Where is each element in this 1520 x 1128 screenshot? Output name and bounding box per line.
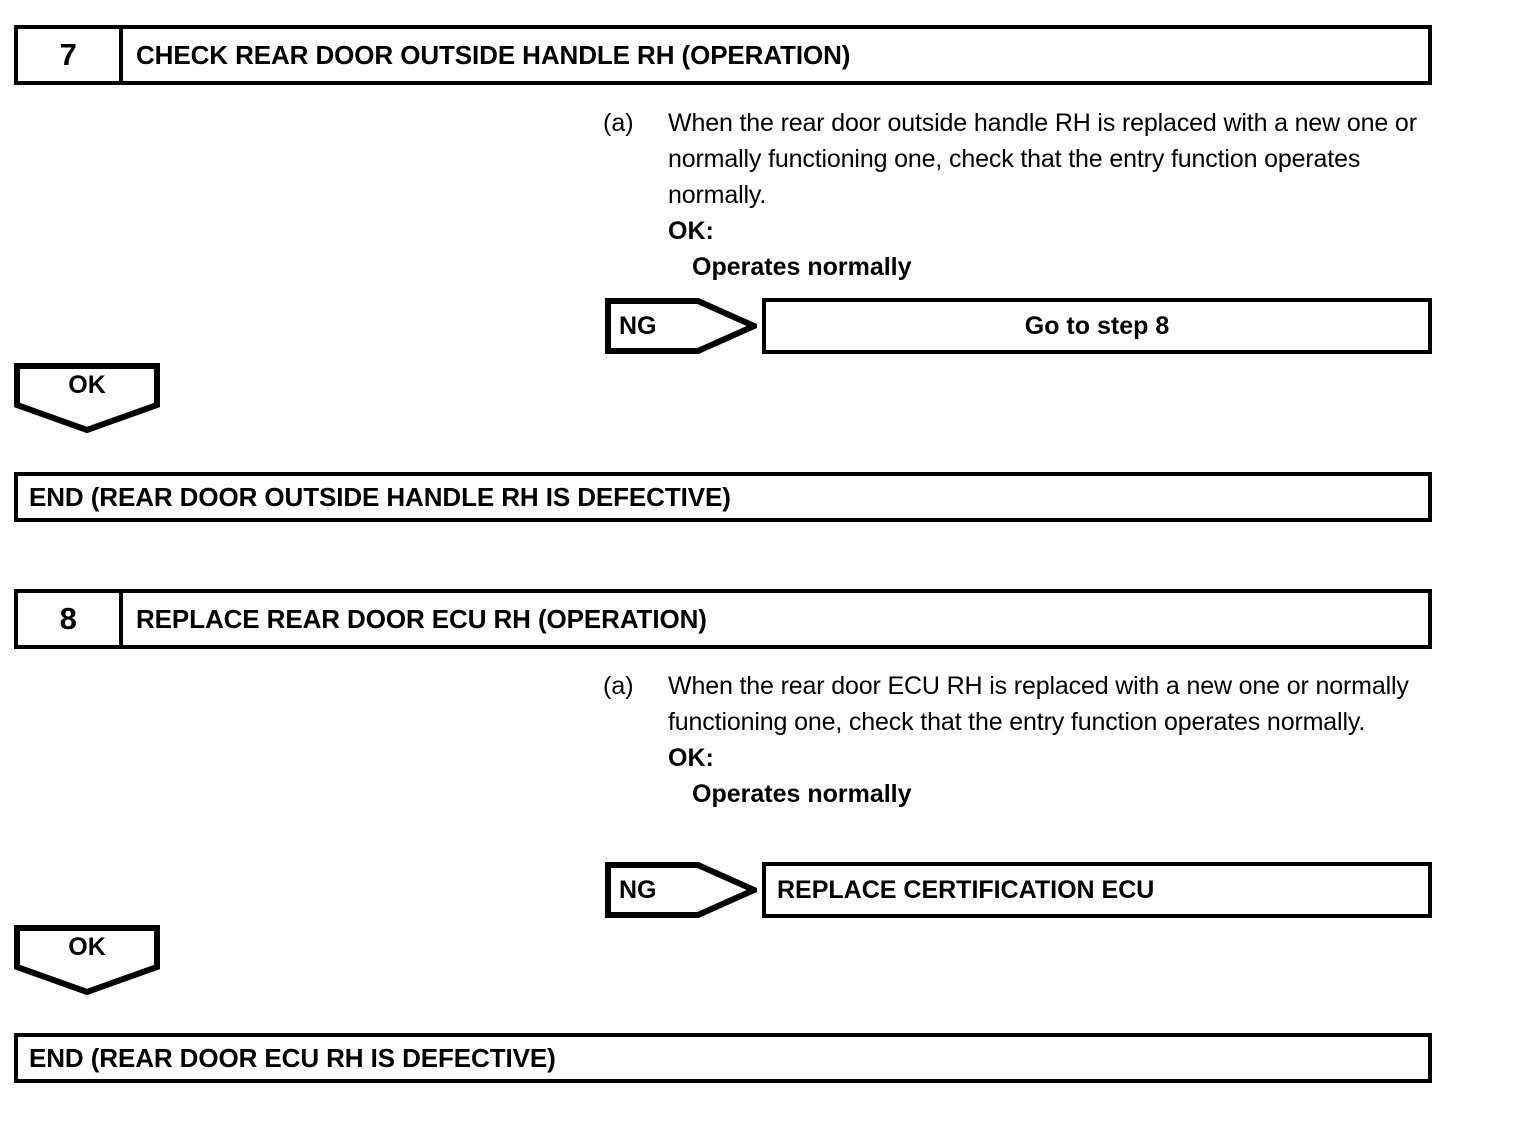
- ng-tag-label: NG: [619, 311, 657, 340]
- step-header-8: 8 REPLACE REAR DOOR ECU RH (OPERATION): [14, 589, 1432, 649]
- procedure-text: When the rear door outside handle RH is …: [668, 109, 1417, 209]
- ng-result-box-8: REPLACE CERTIFICATION ECU: [762, 862, 1432, 918]
- step-number-cell: 8: [18, 593, 123, 645]
- end-terminal-box-8: END (REAR DOOR ECU RH IS DEFECTIVE): [14, 1033, 1432, 1083]
- procedure-item: (a) When the rear door outside handle RH…: [603, 105, 1443, 213]
- procedure-block-7: (a) When the rear door outside handle RH…: [603, 105, 1443, 285]
- procedure-block-8: (a) When the rear door ECU RH is replace…: [603, 668, 1443, 812]
- end-terminal-box-7: END (REAR DOOR OUTSIDE HANDLE RH IS DEFE…: [14, 472, 1432, 522]
- ng-result-box-7: Go to step 8: [762, 298, 1432, 354]
- ok-tag-label: OK: [68, 932, 106, 961]
- ok-branch-tag-8: OK: [14, 925, 160, 995]
- ng-tag-label: NG: [619, 875, 657, 904]
- ok-criteria-value: Operates normally: [692, 253, 912, 281]
- ng-branch-tag-7: NG: [605, 298, 757, 354]
- step-title-cell: REPLACE REAR DOOR ECU RH (OPERATION): [136, 603, 707, 634]
- procedure-text: When the rear door ECU RH is replaced wi…: [668, 672, 1409, 736]
- ok-criteria-value: Operates normally: [692, 780, 912, 808]
- ok-pentagon-icon: [14, 363, 160, 433]
- step-number-cell: 7: [18, 29, 123, 81]
- step-header-7: 7 CHECK REAR DOOR OUTSIDE HANDLE RH (OPE…: [14, 25, 1432, 85]
- ok-criteria-label: OK:: [668, 217, 714, 245]
- ok-branch-tag-7: OK: [14, 363, 160, 433]
- ng-pentagon-icon: [605, 862, 757, 918]
- procedure-marker: (a): [603, 109, 634, 137]
- ok-criteria-label: OK:: [668, 744, 714, 772]
- ok-tag-label: OK: [68, 370, 106, 399]
- ng-branch-tag-8: NG: [605, 862, 757, 918]
- ok-pentagon-icon: [14, 925, 160, 995]
- procedure-marker: (a): [603, 672, 634, 700]
- ng-pentagon-icon: [605, 298, 757, 354]
- step-title-cell: CHECK REAR DOOR OUTSIDE HANDLE RH (OPERA…: [136, 39, 851, 70]
- procedure-item: (a) When the rear door ECU RH is replace…: [603, 668, 1443, 740]
